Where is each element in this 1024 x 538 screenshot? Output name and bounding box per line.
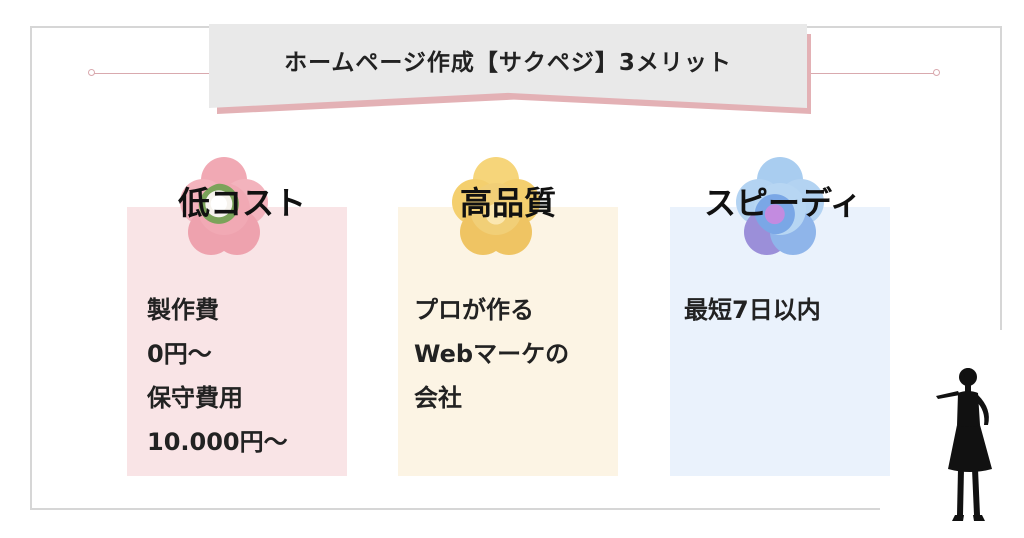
card-speedy <box>670 207 890 476</box>
tulip-flower-icon <box>180 157 268 257</box>
frame-gap <box>880 330 1010 530</box>
woman-silhouette-icon <box>936 368 992 521</box>
page-title: ホームページ作成【サクペジ】3メリット <box>284 50 732 76</box>
card-body-high-quality: プロが作る Webマーケの 会社 <box>414 288 569 420</box>
card-line: 製作費 <box>147 296 219 324</box>
card-line: 0円〜 <box>147 340 212 368</box>
card-line: 会社 <box>414 384 462 412</box>
card-line: 最短7日以内 <box>684 296 821 324</box>
card-line: 10.000円〜 <box>147 428 288 456</box>
card-heading-speedy: スピーディ <box>704 184 862 222</box>
card-body-low-cost: 製作費 0円〜 保守費用 10.000円〜 <box>147 288 288 464</box>
left-deco-dot <box>88 69 95 76</box>
card-line: Webマーケの <box>414 340 570 368</box>
left-deco-line <box>92 73 210 74</box>
card-heading-high-quality: 高品質 <box>460 184 557 222</box>
card-heading-low-cost: 低コスト <box>178 184 307 222</box>
card-body-speedy: 最短7日以内 <box>684 288 821 332</box>
card-line: プロが作る <box>414 296 534 324</box>
blue-flower-icon <box>736 157 824 257</box>
gold-flower-icon <box>452 157 540 257</box>
card-line: 保守費用 <box>147 384 243 412</box>
right-deco-line <box>808 73 936 74</box>
right-deco-dot <box>933 69 940 76</box>
